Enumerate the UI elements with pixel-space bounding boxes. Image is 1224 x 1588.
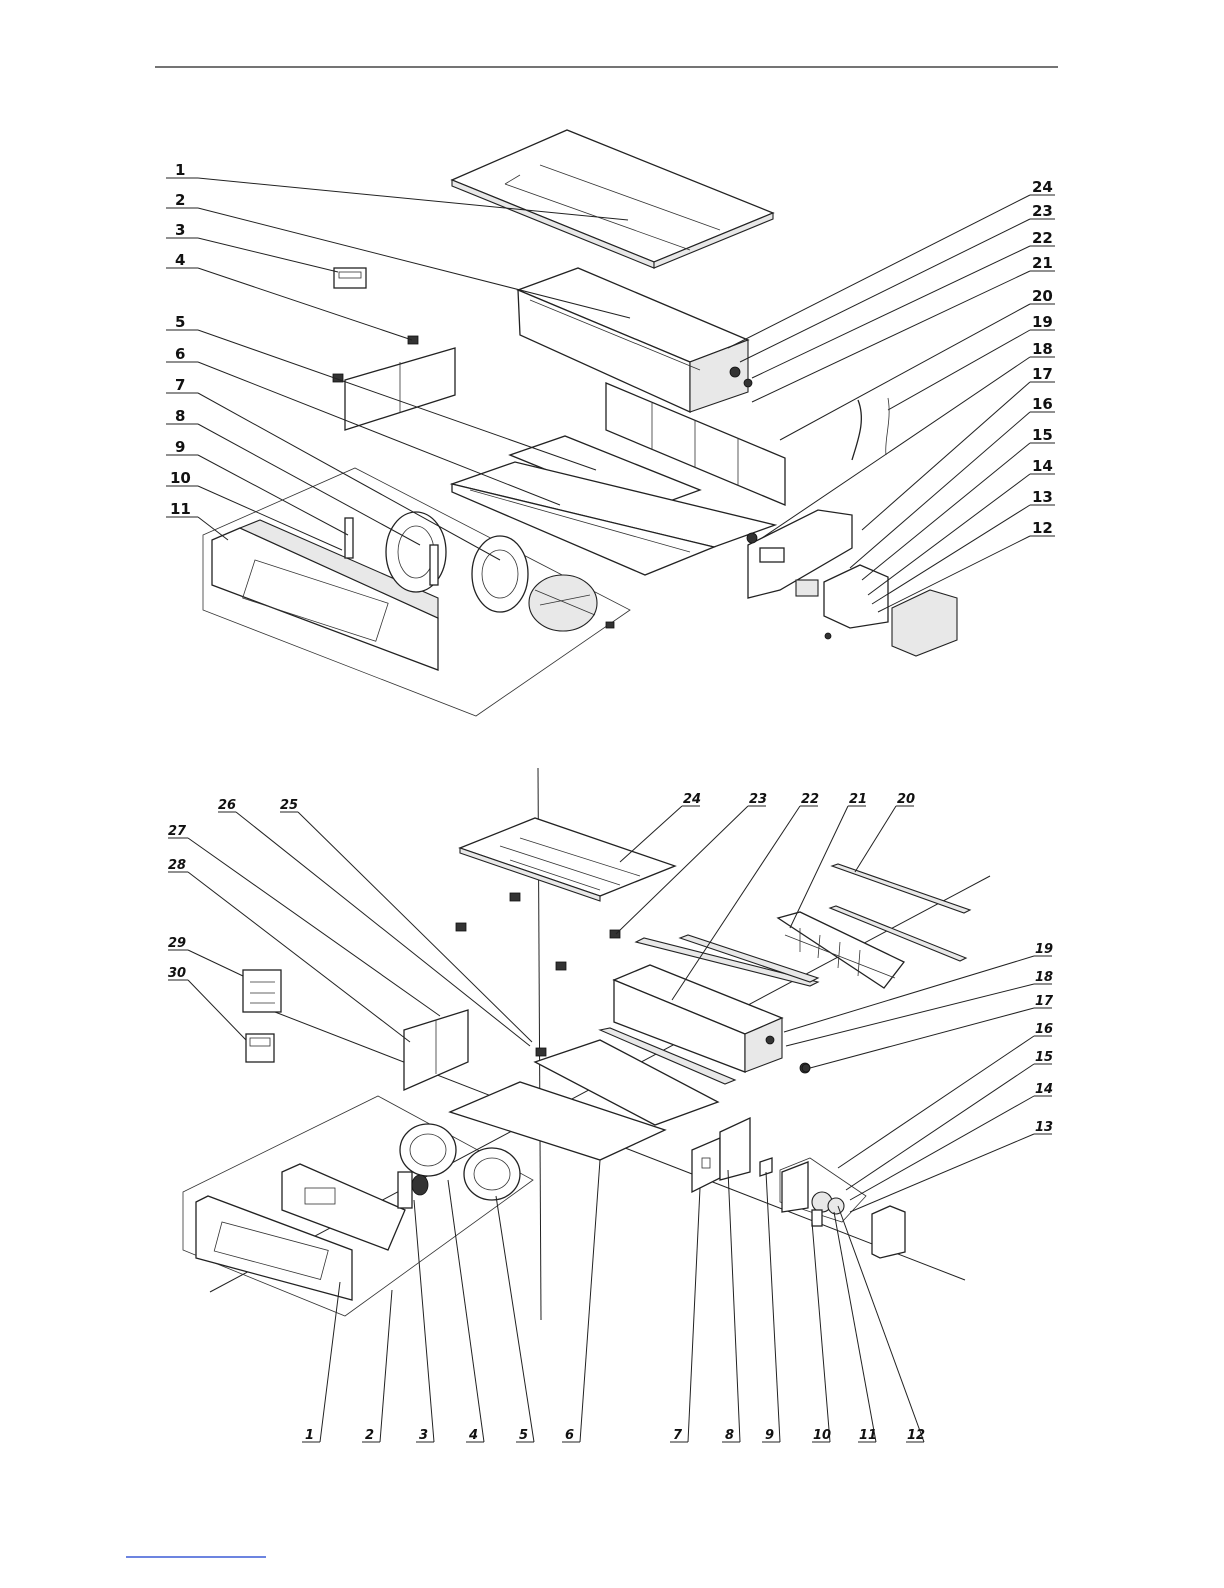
callout-label: 2 [365,1428,374,1443]
callout-label: 3 [175,221,185,239]
callout-label: 10 [813,1428,831,1443]
callout-label: 5 [175,313,185,331]
back-side-panel [333,336,455,430]
callout-label: 18 [1032,340,1053,358]
top-right-labels: 24 23 22 21 20 19 18 17 16 15 14 13 12 [1032,178,1053,537]
callout-label: 26 [218,798,236,813]
bottom-right-labels: 19 18 17 16 15 14 13 [1035,942,1054,1135]
callout-label: 24 [683,792,701,807]
bottom-right-leaders [784,956,1052,1212]
bottom-left-labels: 27 28 29 30 [168,824,187,981]
callout-label: 18 [1035,970,1053,985]
callout-label: 2 [175,191,185,209]
callout-label: 25 [280,798,298,813]
callout-label: 12 [1032,519,1053,537]
pipe-parts [852,398,889,460]
callout-label: 14 [1032,457,1053,475]
callout-label: 17 [1032,365,1053,383]
top-cover-panel-b [460,818,675,901]
top-exploded-view: 1 2 3 4 5 6 7 8 9 10 11 24 23 22 21 20 1… [166,130,1055,716]
callout-label: 4 [175,251,185,269]
callout-label: 22 [1032,229,1053,247]
callout-label: 21 [1032,254,1053,272]
callout-label: 8 [725,1428,734,1443]
bottom-bottom-labels: 1 2 3 4 5 6 7 8 9 10 11 12 [305,1428,925,1443]
callout-label: 16 [1035,1022,1053,1037]
callout-label: 13 [1032,488,1053,506]
callout-label: 22 [801,792,819,807]
electric-box-b [780,1158,905,1258]
callout-label: 6 [175,345,185,363]
main-housing [518,268,752,412]
callout-label: 6 [565,1428,574,1443]
callout-label: 3 [419,1428,428,1443]
callout-label: 15 [1032,426,1053,444]
callout-label: 28 [168,858,186,873]
callout-label: 27 [168,824,187,839]
callout-label: 23 [749,792,767,807]
callout-label: 19 [1032,313,1053,331]
callout-label: 15 [1035,1050,1053,1065]
callout-label: 14 [1035,1082,1053,1097]
bottom-top-labels: 26 25 24 23 22 21 20 [218,792,915,813]
callout-label: 11 [170,500,191,518]
callout-label: 16 [1032,395,1053,413]
callout-label: 19 [1035,942,1053,957]
top-left-labels: 1 2 3 4 5 6 7 8 9 10 11 [170,161,191,518]
callout-label: 12 [907,1428,925,1443]
wired-controller [334,268,366,288]
callout-label: 17 [1035,994,1054,1009]
callout-label: 24 [1032,178,1053,196]
callout-label: 7 [673,1428,683,1443]
callout-label: 23 [1032,202,1053,220]
callout-label: 9 [175,438,185,456]
top-cover-panel [452,130,773,268]
main-housing-b [614,935,818,1073]
controller-b [243,970,281,1062]
bottom-left-leaders [168,838,440,1042]
blower-group-b [183,1096,533,1316]
callout-label: 10 [170,469,191,487]
electric-box [747,510,957,656]
callout-label: 8 [175,407,185,425]
callout-label: 7 [175,376,185,394]
callout-label: 1 [305,1428,314,1443]
callout-label: 5 [519,1428,528,1443]
callout-label: 21 [849,792,867,807]
callout-label: 9 [765,1428,774,1443]
bottom-exploded-view: 26 25 24 23 22 21 20 27 28 29 30 19 18 1… [168,768,1054,1443]
callout-label: 11 [859,1428,877,1443]
callout-label: 1 [175,161,185,179]
callout-label: 4 [468,1428,478,1443]
callout-label: 20 [897,792,915,807]
callout-label: 29 [168,936,186,951]
callout-label: 13 [1035,1120,1053,1135]
callout-label: 30 [168,966,186,981]
callout-label: 20 [1032,287,1053,305]
